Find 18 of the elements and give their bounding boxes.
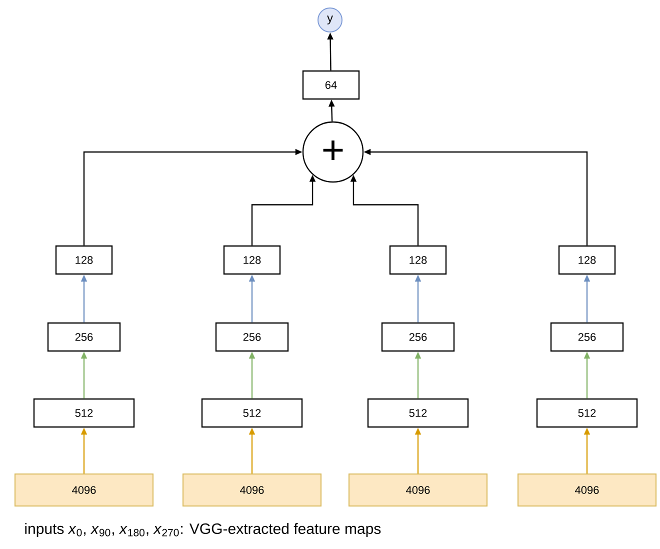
input-box: 4096	[14, 474, 154, 506]
layer-box: 256	[215, 322, 289, 352]
layer-box: 128	[55, 245, 113, 275]
layer-box: 128	[558, 245, 616, 275]
layer-box: 256	[381, 322, 455, 352]
layer-box: 512	[536, 398, 638, 428]
layer-box: 256	[47, 322, 121, 352]
layer-box: 256	[550, 322, 624, 352]
layer-box: 512	[33, 398, 135, 428]
input-box: 4096	[182, 474, 322, 506]
caption: inputs x$_{0}$, x$_{90}$, x$_{180}$, x$_{270}$: VGG-extracted feature maps	[25, 523, 381, 537]
input-box: 4096	[518, 474, 656, 506]
input-box: 4096	[348, 474, 488, 506]
layer-box: 128	[389, 245, 447, 275]
layer-box: 64	[302, 70, 360, 100]
layer-box: 512	[201, 398, 303, 428]
layer-box: 128	[223, 245, 281, 275]
layer-box: 512	[367, 398, 469, 428]
